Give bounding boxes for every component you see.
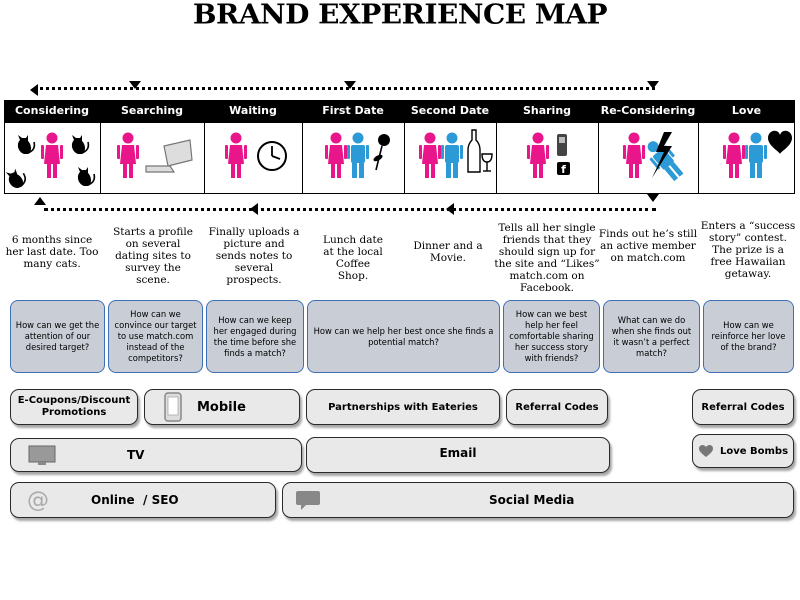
channel-tv: TV (10, 438, 302, 472)
laptop-icon (145, 139, 193, 173)
woman-icon (623, 132, 645, 178)
question-box: What can we do when she finds out it was… (603, 300, 700, 373)
question-box: How can we get the attention of our desi… (10, 300, 105, 373)
at-sign-icon: @ (27, 487, 49, 513)
tv-icon (28, 445, 56, 465)
channel-label: Referral Codes (515, 401, 599, 413)
phone-icon (557, 134, 567, 156)
woman-icon (419, 132, 441, 178)
man-icon (745, 132, 767, 178)
channel-mobile: Mobile (144, 389, 300, 425)
stage-label-waiting: Waiting (229, 104, 277, 117)
woman-icon (117, 132, 139, 178)
stage-description: Starts a profile on several dating sites… (113, 226, 193, 286)
question-box: How can we best help her feel comfortabl… (503, 300, 600, 373)
speech-bubble-icon (296, 491, 320, 510)
stage-description: Finally uploads a picture and sends note… (208, 226, 300, 286)
question-box: How can we convince our target to use ma… (108, 300, 203, 373)
stage-icons: f (4, 129, 792, 191)
stage-label-reconsidering: Re-Considering (600, 104, 696, 117)
channel-label: Online / SEO (91, 493, 179, 507)
stage-description: Finds out he’s still an active member on… (598, 228, 698, 264)
stage-label-sharing: Sharing (522, 104, 572, 117)
stage-description: 6 months since her last date. Too many c… (5, 234, 99, 270)
stage-label-love: Love (731, 104, 762, 117)
stage-description: Lunch date at the local Coffee Shop. (323, 234, 383, 282)
lightning-icon (652, 132, 672, 178)
svg-text:f: f (561, 163, 566, 176)
rose-icon (373, 134, 390, 171)
channel-label: Social Media (489, 493, 575, 507)
heart-icon (698, 445, 713, 457)
channel-love-bombs: Love Bombs (692, 434, 794, 468)
channel-ecoupons: E-Coupons/Discount Promotions (10, 389, 138, 425)
channel-email: Email (306, 437, 610, 473)
stage-label-second-date: Second Date (410, 104, 490, 117)
channel-referral-codes: Referral Codes (506, 389, 608, 425)
question-box: How can we keep her engaged during the t… (206, 300, 304, 373)
stage-description: Tells all her single friends that they s… (494, 222, 600, 294)
channel-online-seo: @ Online / SEO (10, 482, 276, 518)
facebook-icon: f (557, 162, 570, 176)
channel-label: Love Bombs (719, 445, 789, 457)
mobile-phone-icon (164, 392, 182, 422)
stage-description: Enters a “success story” contest. The pr… (700, 220, 796, 280)
stage-header-bar (4, 100, 795, 122)
channel-partnerships: Partnerships with Eateries (306, 389, 500, 425)
channel-label: TV (127, 448, 145, 462)
channel-social-media: Social Media (282, 482, 794, 518)
channel-label: Referral Codes (701, 401, 785, 413)
stage-label-first-date: First Date (322, 104, 384, 117)
channel-label: Mobile (197, 399, 246, 415)
page-title: BRAND EXPERIENCE MAP (192, 0, 608, 31)
man-icon (441, 132, 463, 178)
stage-description: Dinner and a Movie. (413, 240, 483, 264)
heart-icon (768, 130, 792, 154)
woman-icon (527, 132, 549, 178)
woman-icon (41, 132, 63, 178)
woman-icon (225, 132, 247, 178)
wine-bottle-icon (467, 129, 493, 173)
channel-label: Partnerships with Eateries (328, 401, 478, 413)
channel-referral-codes: Referral Codes (692, 389, 794, 425)
clock-icon (257, 141, 287, 171)
woman-icon (723, 132, 745, 178)
channel-label: Email (439, 446, 477, 460)
question-box: How can we help her best once she finds … (307, 300, 500, 373)
man-icon (347, 132, 369, 178)
stage-label-considering: Considering (14, 104, 89, 117)
woman-icon (325, 132, 347, 178)
stage-label-searching: Searching (120, 104, 184, 117)
channel-label: E-Coupons/Discount Promotions (17, 395, 131, 418)
question-box: How can we reinforce her love of the bra… (703, 300, 794, 373)
